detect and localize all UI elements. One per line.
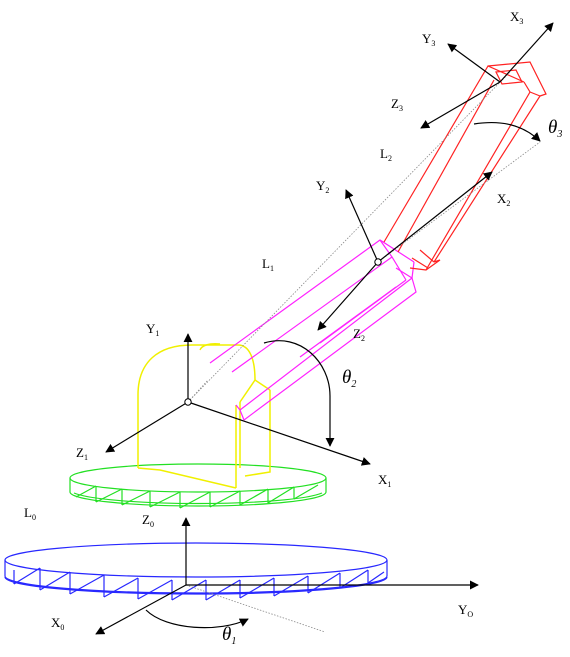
joint2-circle xyxy=(374,258,382,266)
axis-x3 xyxy=(499,22,554,83)
label-l1: L1 xyxy=(262,256,274,273)
label-z3: Z3 xyxy=(391,96,403,113)
label-y0: YO xyxy=(458,602,473,619)
axes xyxy=(95,22,554,635)
label-theta2: θ2 xyxy=(342,367,356,390)
link2-arm xyxy=(383,61,547,271)
label-y2: Y2 xyxy=(316,178,329,195)
label-theta1: θ1 xyxy=(222,624,236,647)
axis-z3 xyxy=(420,81,501,129)
axis-y2 xyxy=(345,189,379,263)
axis-z2 xyxy=(317,261,379,331)
label-theta3: θ3 xyxy=(548,117,562,140)
base-lower-disc xyxy=(4,542,388,601)
label-y3: Y3 xyxy=(422,31,435,48)
rotation-arcs xyxy=(145,121,541,629)
axis-x2 xyxy=(377,171,493,263)
label-x3: X3 xyxy=(510,9,523,26)
theta2-arc xyxy=(263,340,335,447)
base-upper-disc xyxy=(69,463,327,509)
label-x0: X0 xyxy=(51,615,64,632)
theta1-arc xyxy=(145,609,249,629)
label-z1: Z1 xyxy=(76,445,88,462)
label-z0: Z0 xyxy=(142,512,154,529)
axis-x0 xyxy=(95,584,187,635)
theta3-arc xyxy=(473,121,541,142)
label-x1: X1 xyxy=(378,472,391,489)
link1-arm xyxy=(209,239,417,421)
axis-z1 xyxy=(105,401,189,453)
axis-y3 xyxy=(447,43,501,83)
axis-x1 xyxy=(187,401,371,466)
label-y1: Y1 xyxy=(146,321,159,338)
guide-lines xyxy=(185,71,541,633)
label-l0: L0 xyxy=(24,505,36,522)
joint1-circle xyxy=(184,398,192,406)
label-x2: X2 xyxy=(497,191,510,208)
label-z2: Z2 xyxy=(353,326,365,343)
label-l2: L2 xyxy=(380,146,392,163)
labels: X3 Y3 Z3 L2 θ3 X2 Y2 L1 Z2 Y1 θ2 Z1 X1 L… xyxy=(24,9,562,647)
